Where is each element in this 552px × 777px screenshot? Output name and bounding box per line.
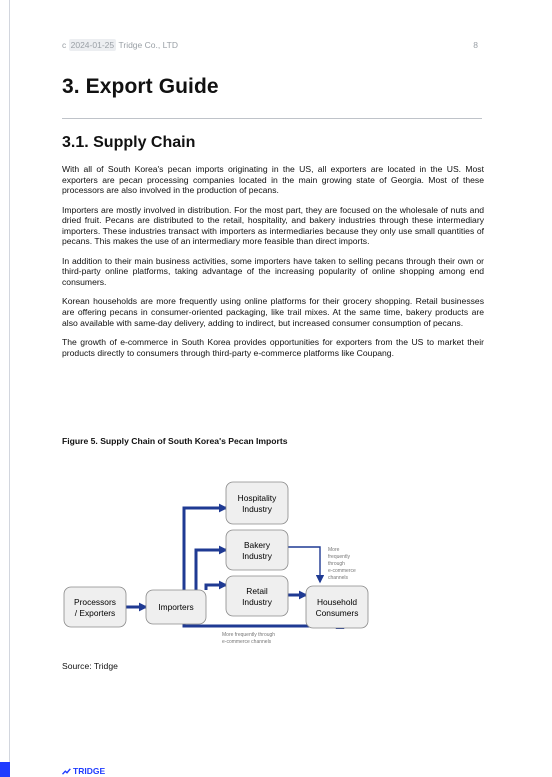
node-household-line1: Household xyxy=(317,597,357,607)
node-processors-line1: Processors xyxy=(74,597,116,607)
left-margin-rule xyxy=(9,0,10,777)
note-right-line3: through xyxy=(328,561,345,567)
node-retail-line2: Industry xyxy=(242,597,273,607)
node-bakery-line2: Industry xyxy=(242,551,273,561)
subsection-title: 3.1. Supply Chain xyxy=(62,134,196,151)
section-divider xyxy=(62,118,482,119)
node-bakery: Bakery Industry xyxy=(225,529,289,571)
footer-logo: TRIDGE xyxy=(62,766,105,776)
node-processors-line2: / Exporters xyxy=(75,608,116,618)
header-prefix: c xyxy=(62,40,67,50)
arrow-importers-to-retail xyxy=(204,580,228,590)
paragraph-4: Korean households are more frequently us… xyxy=(62,296,484,328)
node-hospitality: Hospitality Industry xyxy=(225,481,289,525)
node-importers: Importers xyxy=(145,589,207,625)
node-household-line2: Consumers xyxy=(316,608,359,618)
note-bottom: More frequently through e-commerce chann… xyxy=(222,632,275,645)
figure-source: Source: Tridge xyxy=(62,661,118,671)
footer-accent-block xyxy=(0,762,10,777)
node-hospitality-line2: Industry xyxy=(242,504,273,514)
paragraph-3: In addition to their main business activ… xyxy=(62,255,484,287)
note-bottom-line1: More frequently through xyxy=(222,632,275,638)
note-right: More frequently through e-commerce chann… xyxy=(328,547,356,581)
note-right-line4: e-commerce xyxy=(328,568,356,574)
tridge-logo-icon xyxy=(62,767,71,775)
section-title: 3. Export Guide xyxy=(62,75,219,98)
node-retail-line1: Retail xyxy=(246,586,268,596)
node-retail: Retail Industry xyxy=(225,575,289,617)
node-processors: Processors / Exporters xyxy=(63,586,127,628)
header-left: c 2024-01-25 Tridge Co., LTD xyxy=(62,39,179,51)
paragraph-5: The growth of e-commerce in South Korea … xyxy=(62,336,484,358)
page-header: c 2024-01-25 Tridge Co., LTD 8 xyxy=(62,39,478,54)
node-household: Household Consumers xyxy=(305,585,369,629)
supply-chain-diagram: Processors / Exporters Importers Hospita… xyxy=(63,481,369,645)
paragraph-1: With all of South Korea's pecan imports … xyxy=(62,164,484,196)
note-bottom-line2: e-commerce channels xyxy=(222,639,272,645)
node-hospitality-line1: Hospitality xyxy=(238,493,277,503)
arrow-importers-to-bakery xyxy=(194,545,228,590)
arrow-importers-to-hospitality xyxy=(182,503,228,590)
note-right-line5: channels xyxy=(328,575,349,581)
note-right-line1: More xyxy=(328,547,340,553)
header-date: 2024-01-25 xyxy=(68,39,117,51)
figure-title: Figure 5. Supply Chain of South Korea's … xyxy=(62,436,288,446)
body-text: With all of South Korea's pecan imports … xyxy=(62,164,484,367)
node-bakery-line1: Bakery xyxy=(244,540,271,550)
page-number: 8 xyxy=(473,40,478,50)
footer-logo-text: TRIDGE xyxy=(73,766,106,776)
header-company: Tridge Co., LTD xyxy=(118,40,179,50)
node-importers-label: Importers xyxy=(158,602,193,612)
arrow-bakery-to-household xyxy=(288,546,325,584)
paragraph-2: Importers are mostly involved in distrib… xyxy=(62,204,484,247)
note-right-line2: frequently xyxy=(328,554,350,560)
